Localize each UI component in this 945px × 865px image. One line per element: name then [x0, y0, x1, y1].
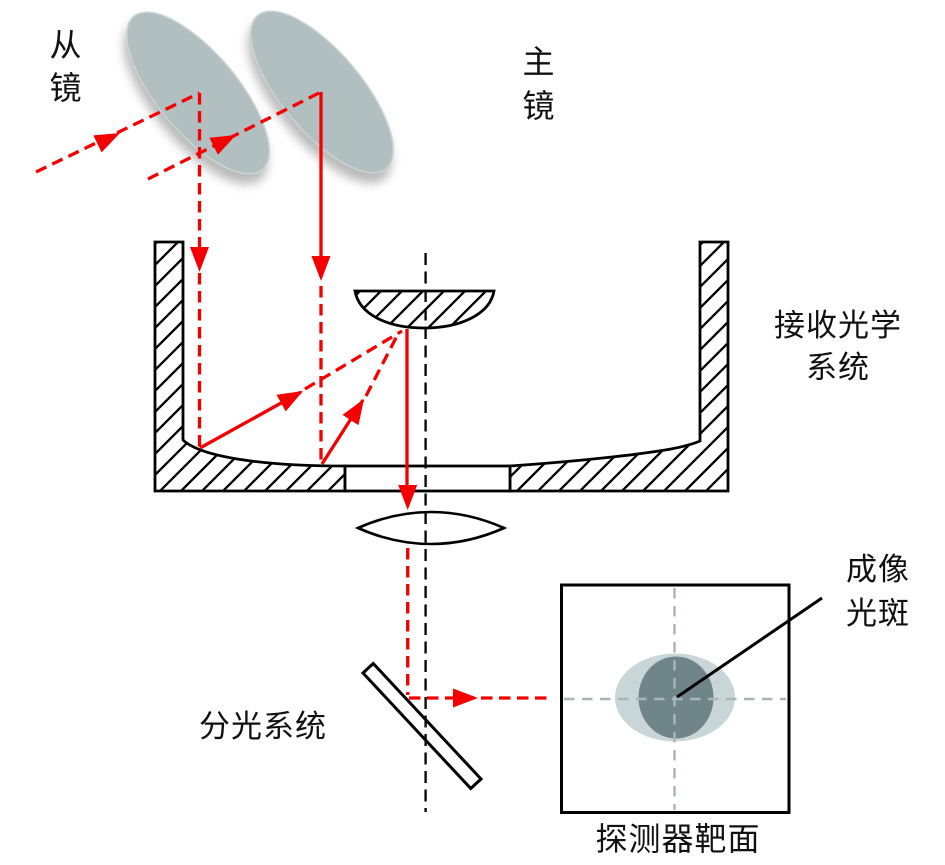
arrowhead-split-right: [453, 688, 478, 708]
label-receiving-optics: 接收光学 系统: [774, 308, 902, 385]
arrowhead-focus-down: [398, 485, 418, 510]
primary-mirror-hole: [343, 464, 512, 493]
spot-pointer-line: [676, 596, 823, 699]
condenser-lens: [354, 510, 508, 546]
steering-mirrors: [126, 10, 394, 175]
arrowhead-incoming-1: [93, 124, 125, 153]
housing-right-wall-and-primary: [508, 240, 730, 493]
receiver-housing: [153, 240, 730, 493]
arrowhead-reflect-a: [276, 382, 308, 412]
arrowhead-reflect-b: [342, 393, 372, 426]
arrowhead-slave-down: [190, 247, 209, 272]
reflect-ray-b-dashed: [364, 333, 400, 397]
laser-rays: [35, 90, 549, 708]
beam-splitter-plate: [360, 661, 484, 791]
label-main-mirror: 主 镜: [522, 44, 556, 124]
detector-target: [560, 583, 823, 814]
reflect-ray-a-dashed: [304, 329, 403, 391]
label-beam-splitter: 分光系统: [199, 709, 327, 744]
label-detector-target: 探测器靶面: [595, 821, 761, 857]
incoming-ray-1: [35, 91, 201, 174]
spot-inner: [638, 656, 714, 739]
arrowhead-main-down: [311, 256, 331, 281]
label-slave-mirror: 从 镜: [49, 27, 83, 106]
housing-left-wall-and-primary: [153, 240, 347, 493]
label-imaging-spot: 成像 光斑: [846, 552, 910, 631]
